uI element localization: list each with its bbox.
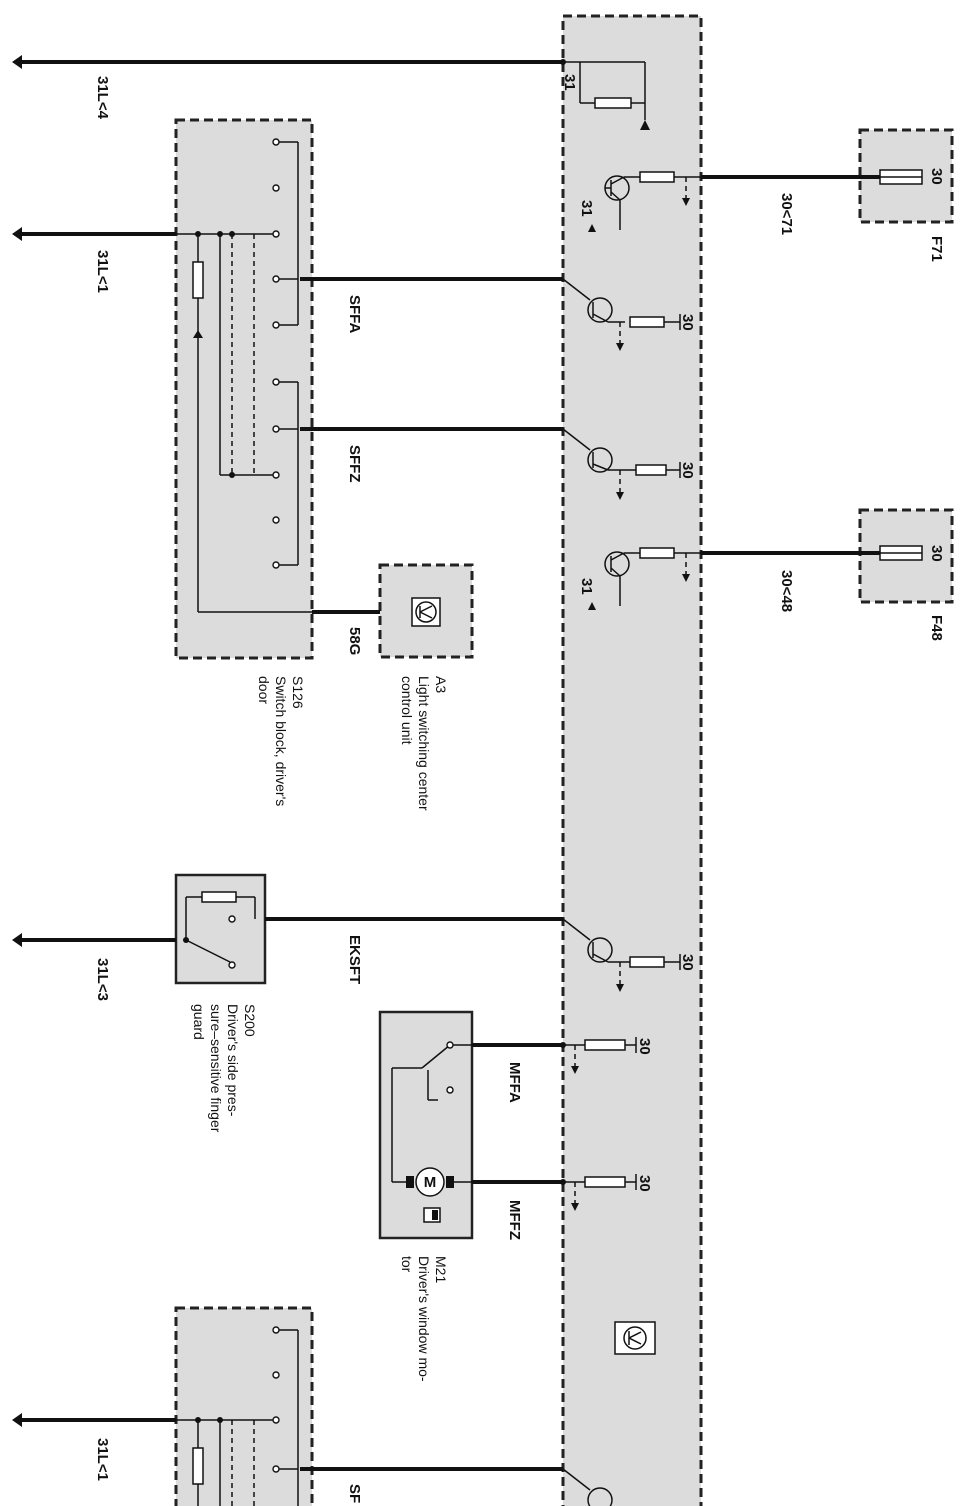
ground-wire-31l1-bottom xyxy=(12,1413,176,1427)
a3-id: A3 xyxy=(433,676,449,693)
s200-desc-line3: guard xyxy=(191,1004,207,1040)
m21-caption: M21 Driver's window mo- tor xyxy=(399,1256,449,1382)
s126-desc-line2: door xyxy=(256,676,272,704)
label-31l1: 31L<1 xyxy=(94,250,111,293)
s200-desc-line1: Driver's side pres- xyxy=(225,1004,241,1117)
terminal-30-sffa: 30 xyxy=(679,314,696,331)
terminal-31-f48: 31 xyxy=(578,578,595,595)
s200-caption: S200 Driver's side pres- sure–sensitive … xyxy=(191,1004,258,1133)
label-sf-cut: SF xyxy=(346,1484,363,1503)
module-stage-sf xyxy=(562,1468,613,1506)
s200-internals xyxy=(183,891,256,969)
label-f71: F71 xyxy=(928,236,945,262)
terminal-30-mffa: 30 xyxy=(636,1038,653,1055)
label-31l1-bottom: 31L<1 xyxy=(94,1438,111,1481)
bottom-switch-internals xyxy=(176,1326,299,1506)
label-30-48: 30<48 xyxy=(778,570,795,612)
terminal-30-mffz: 30 xyxy=(636,1175,653,1192)
ground-wire-31l1 xyxy=(12,227,176,241)
label-30-71: 30<71 xyxy=(778,193,795,235)
terminal-30-eksft: 30 xyxy=(679,954,696,971)
s126-desc-line1: Switch block, driver's xyxy=(273,676,289,806)
label-31l4: 31L<4 xyxy=(94,76,111,120)
module-ground-31 xyxy=(560,59,650,130)
terminal-30-f48: 30 xyxy=(928,545,945,562)
m21-desc-line2: tor xyxy=(399,1256,415,1273)
label-58g: 58G xyxy=(346,627,363,655)
a3-desc-line1: Light switching center xyxy=(416,676,432,811)
s126-caption: S126 Switch block, driver's door xyxy=(256,676,306,806)
label-sffz: SFFZ xyxy=(346,445,363,483)
label-mffz: MFFZ xyxy=(506,1200,523,1240)
m21-desc-line1: Driver's window mo- xyxy=(416,1256,432,1382)
label-sffa: SFFA xyxy=(346,295,363,334)
ground-wire-31l3 xyxy=(12,933,176,947)
a3-desc-line2: control unit xyxy=(399,676,415,745)
module-stage-f71 xyxy=(588,171,701,232)
label-eksft: EKSFT xyxy=(346,935,363,984)
s200-id: S200 xyxy=(242,1004,258,1037)
ground-wire-31l4 xyxy=(12,55,563,69)
terminal-30-sffz: 30 xyxy=(679,462,696,479)
label-mffa: MFFA xyxy=(506,1062,523,1103)
module-icon xyxy=(614,1321,656,1355)
module-stage-sffz xyxy=(562,428,681,500)
a3-control-icon xyxy=(411,597,441,627)
terminal-31-top: 31 xyxy=(561,74,578,91)
m21-box xyxy=(378,1010,474,1240)
s200-desc-line2: sure–sensitive finger xyxy=(208,1004,224,1133)
s200-box xyxy=(174,873,267,985)
fuse-f71-symbol xyxy=(860,169,923,185)
module-stage-sffa xyxy=(562,278,681,351)
s126-id: S126 xyxy=(290,676,306,709)
label-31l3: 31L<3 xyxy=(94,958,111,1001)
motor-letter: M xyxy=(424,1174,437,1191)
module-stage-mffa xyxy=(560,1037,637,1074)
terminal-31-f71: 31 xyxy=(578,200,595,217)
m21-internals xyxy=(391,1041,472,1223)
fuse-f48-symbol xyxy=(860,545,923,561)
module-stage-f48 xyxy=(588,547,701,610)
m21-id: M21 xyxy=(433,1256,449,1283)
module-stage-mffz xyxy=(560,1174,637,1211)
control-module-box xyxy=(561,14,703,1506)
switch-block-s126-box xyxy=(174,118,314,660)
a3-caption: A3 Light switching center control unit xyxy=(399,676,449,811)
motor-icon xyxy=(415,1167,445,1197)
s126-internals xyxy=(176,138,312,613)
label-f48: F48 xyxy=(928,615,945,641)
terminal-30-f71: 30 xyxy=(928,168,945,185)
module-stage-eksft xyxy=(562,918,681,992)
